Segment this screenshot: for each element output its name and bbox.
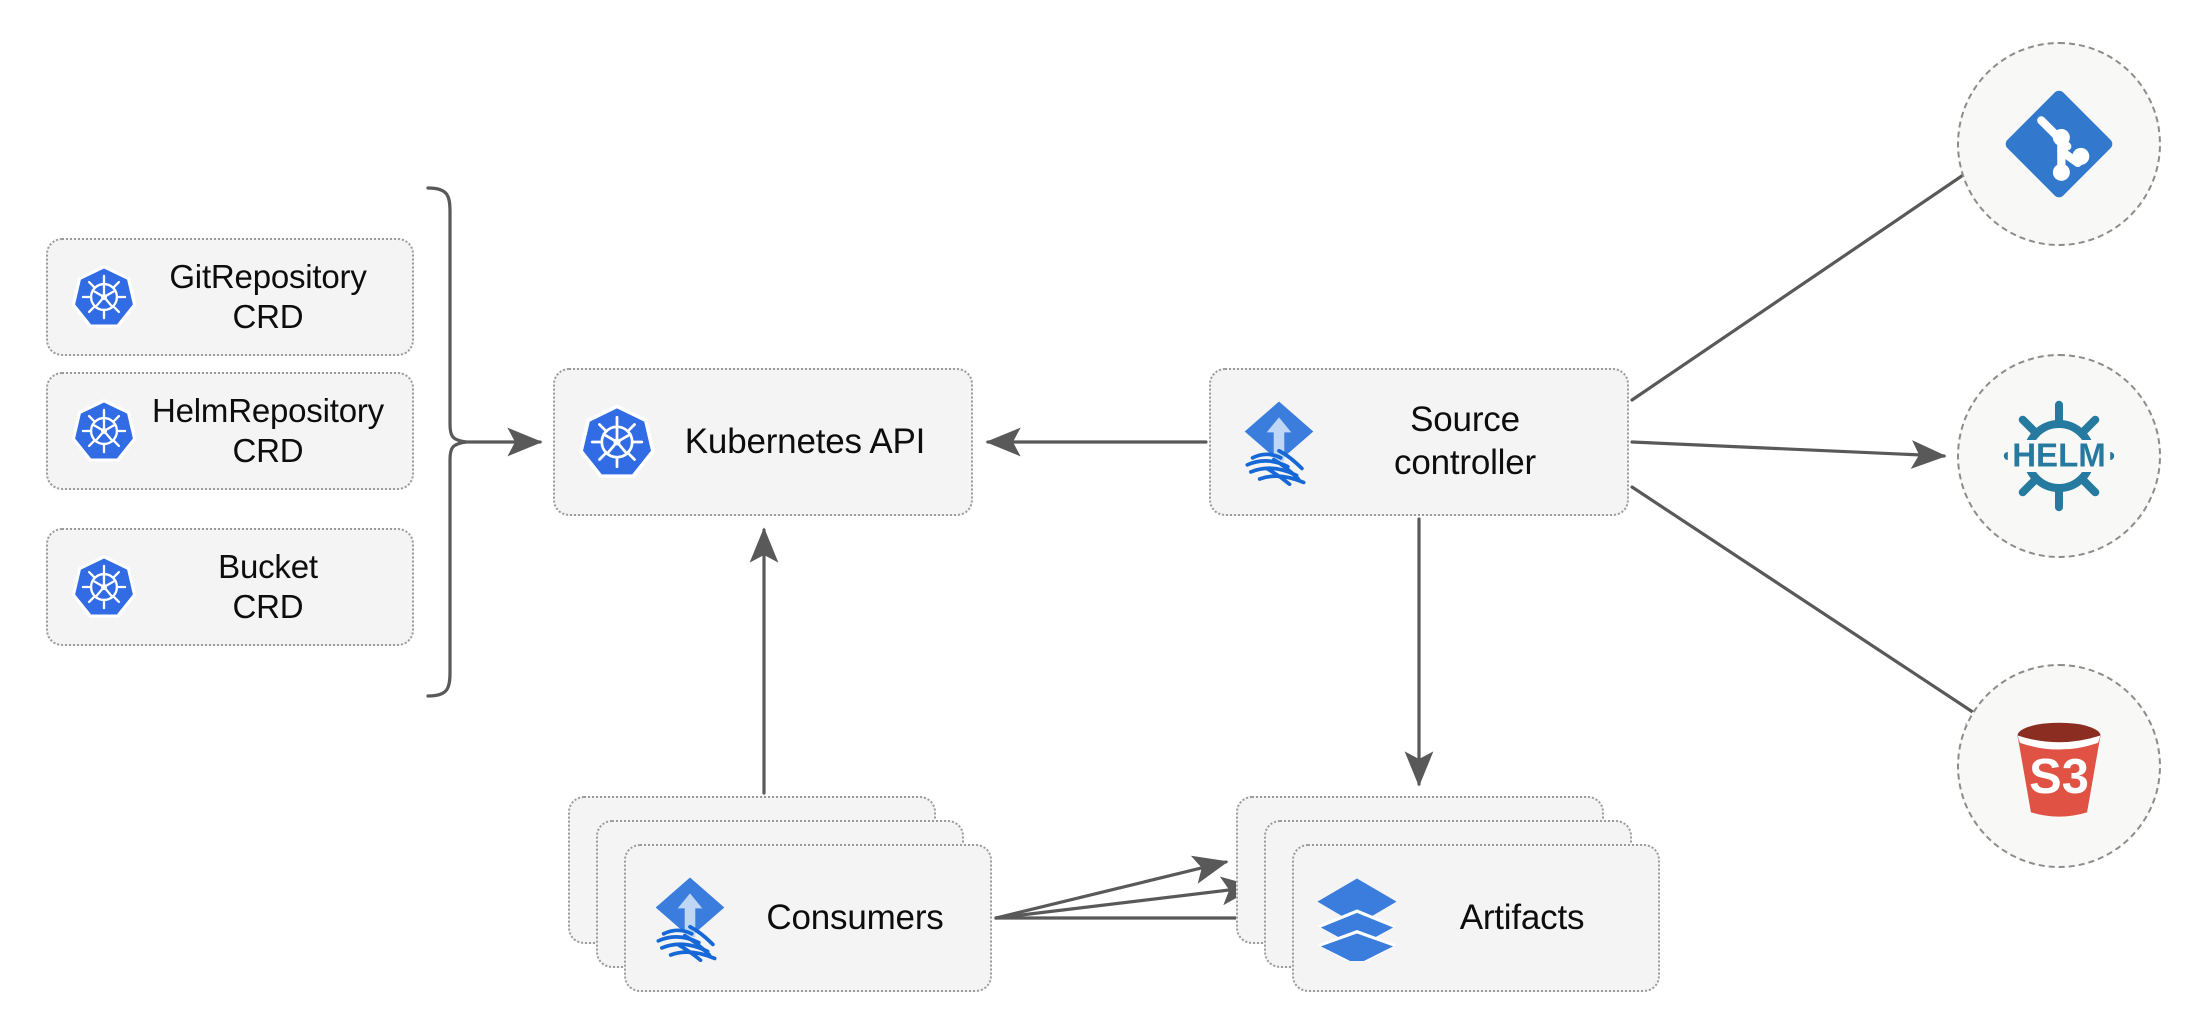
node-gitrepository-crd[interactable]: GitRepository CRD xyxy=(46,238,414,356)
kubernetes-icon xyxy=(70,397,138,465)
kubernetes-icon xyxy=(70,263,138,331)
node-label: Kubernetes API xyxy=(684,421,926,461)
edge-consumers-to-artifacts-mid xyxy=(994,876,1257,920)
kubernetes-icon xyxy=(70,553,138,621)
helm-wordmark: HELM xyxy=(2012,438,2106,475)
crd-group-brace xyxy=(426,186,468,698)
node-label: Source controller xyxy=(1394,400,1536,482)
node-helm-backend[interactable]: HELM xyxy=(1957,354,2161,558)
flux-icon xyxy=(1235,398,1323,487)
node-source-controller[interactable]: Source controller xyxy=(1209,368,1629,516)
node-kubernetes-api[interactable]: Kubernetes API xyxy=(553,368,973,516)
helm-icon: HELM xyxy=(1995,392,2123,520)
edge-consumers-to-artifacts-top xyxy=(994,855,1229,920)
edge-source-controller-to-helm xyxy=(1630,440,1947,469)
node-label: Consumers xyxy=(766,897,944,937)
s3-wordmark: S3 xyxy=(2029,750,2089,804)
node-bucket-crd[interactable]: Bucket CRD xyxy=(46,528,414,646)
layers-icon xyxy=(1314,875,1400,968)
edge-source-controller-to-git xyxy=(1630,146,2006,402)
kubernetes-icon xyxy=(577,402,657,482)
node-git-backend[interactable] xyxy=(1957,42,2161,246)
flux-icon xyxy=(646,874,734,963)
node-label: Artifacts xyxy=(1459,897,1585,937)
node-consumers[interactable]: Consumers xyxy=(624,844,992,992)
node-label: GitRepository CRD xyxy=(169,257,367,335)
git-icon xyxy=(2000,85,2118,203)
node-s3-backend[interactable]: S3 xyxy=(1957,664,2161,868)
node-label: HelmRepository CRD xyxy=(152,391,384,469)
edge-source-controller-to-s3 xyxy=(1630,485,2003,732)
node-artifacts[interactable]: Artifacts xyxy=(1292,844,1660,992)
node-helmrepository-crd[interactable]: HelmRepository CRD xyxy=(46,372,414,490)
s3-icon: S3 xyxy=(1998,705,2120,827)
node-label: Bucket CRD xyxy=(218,547,318,625)
